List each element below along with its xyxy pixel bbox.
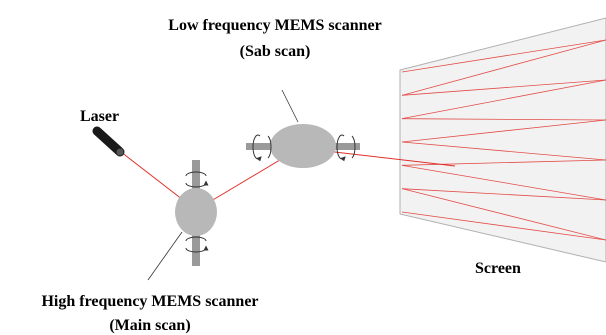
scan-line (401, 119, 606, 143)
scan-line (401, 159, 606, 166)
rotation-arrow-icon (252, 134, 262, 162)
high-freq-scanner-title: High frequency MEMS scanner (41, 293, 258, 310)
sub-scan-mirror (270, 124, 336, 168)
low-freq-scanner-title: Low frequency MEMS scanner (168, 17, 381, 34)
scan-line (401, 39, 606, 73)
low-freq-scanner-subtitle: (Sab scan) (240, 43, 311, 60)
rotation-arrow-icon (351, 135, 356, 159)
high-frequency-mems-scanner (175, 160, 217, 266)
scan-line (401, 141, 606, 161)
laser-pointer-icon (92, 126, 125, 157)
scan-line (401, 188, 606, 241)
rotation-arrow-icon (185, 245, 209, 253)
rotation-arrow-icon (267, 135, 272, 159)
rotation-arrow-icon (185, 180, 209, 188)
scan-line (401, 211, 606, 241)
scan-line (401, 39, 606, 96)
leader-line-low-freq (281, 89, 299, 123)
scan-line (401, 79, 606, 120)
scan-line (401, 79, 606, 96)
scan-line (401, 164, 606, 201)
scan-line (401, 118, 606, 121)
raster-scan-lines (401, 39, 606, 241)
low-frequency-mems-scanner (246, 124, 360, 168)
scan-line (401, 188, 606, 201)
laser-label: Laser (80, 108, 119, 125)
high-freq-scanner-subtitle: (Main scan) (109, 317, 190, 334)
leader-line-high-freq (147, 231, 183, 281)
projection-screen (399, 17, 606, 263)
screen-label: Screen (475, 260, 521, 277)
main-scan-mirror (175, 188, 217, 236)
rotation-arrow-icon (185, 236, 207, 242)
rotation-arrow-icon (185, 171, 207, 177)
rotation-arrow-icon (336, 134, 346, 162)
